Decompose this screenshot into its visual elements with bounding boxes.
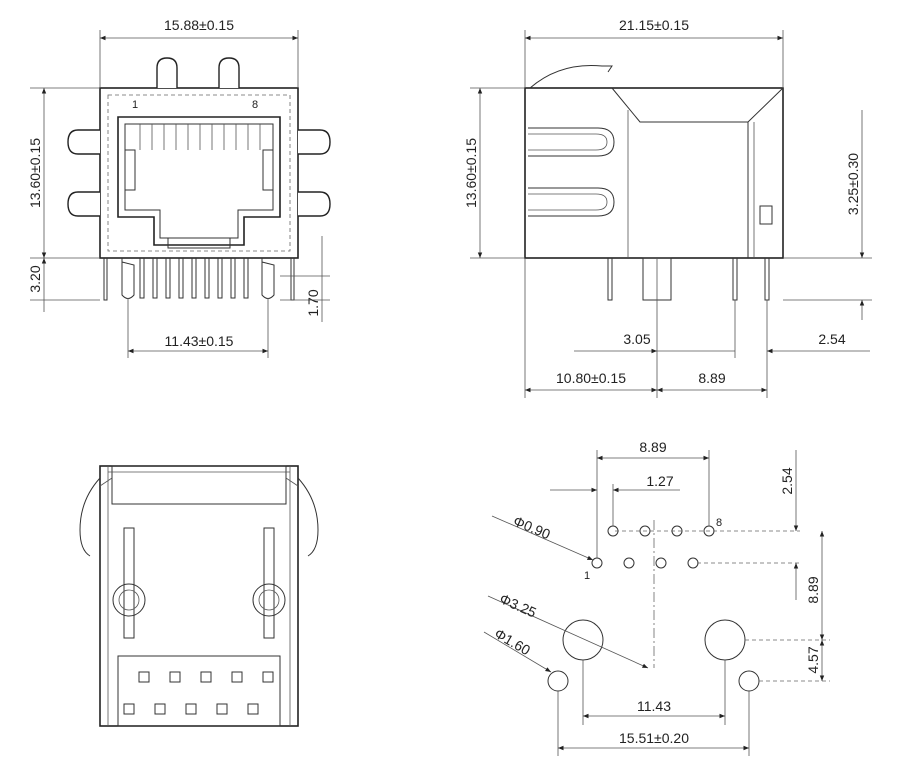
front-solder-pins [103, 258, 295, 301]
footprint-pin-hole-dia: Φ0.90 [511, 513, 553, 543]
footprint-row-span-dim: 8.89 [639, 439, 666, 455]
bottom-body [99, 465, 299, 727]
side-pitch-dim: 2.54 [818, 331, 845, 347]
front-body [99, 87, 299, 259]
footprint-pin-hole-leader [491, 515, 594, 561]
side-rear-pin-1 [732, 258, 738, 301]
pcb-footprint: 8 1 8.89 1.27 2.54 8.89 4.57 Φ0.90 Φ3.25 [483, 439, 830, 756]
side-rear-pin-2 [764, 258, 770, 301]
side-clip-right-upper [298, 129, 331, 155]
footprint-row-offset-dim: 2.54 [779, 467, 795, 494]
footprint-pin1-label: 1 [584, 570, 590, 582]
bottom-spring-right [297, 477, 319, 557]
footprint-shield-spacing-dim: 15.51±0.20 [619, 730, 689, 746]
footprint-pin8-label: 8 [716, 517, 722, 529]
front-height-dim: 13.60±0.15 [27, 138, 43, 208]
side-row-spacing-dim: 8.89 [698, 370, 725, 386]
light-pipe-lower [528, 187, 615, 217]
bottom-post-left [112, 583, 146, 617]
bottom-rib-left [123, 527, 135, 639]
footprint-shield-hole-leader [483, 631, 552, 673]
front-pin8-label: 8 [252, 99, 258, 111]
light-pipe-upper [528, 127, 615, 157]
front-width-dim: 15.88±0.15 [164, 17, 234, 33]
latch-slot [167, 237, 231, 249]
footprint-shield-left [547, 670, 569, 692]
footprint-post-left [562, 619, 604, 661]
jack-opening-outer [117, 116, 281, 246]
footprint-post-hole-leader [487, 595, 649, 669]
front-body-inner-dashed [107, 94, 291, 252]
footprint-post-hole-dia: Φ3.25 [497, 590, 539, 620]
contact-fingers [139, 124, 261, 150]
side-length-dim: 21.15±0.15 [619, 17, 689, 33]
footprint-shield-hole-dia: Φ1.60 [492, 625, 533, 658]
footprint-row-to-post-dim: 8.89 [805, 576, 821, 603]
front-pin1-label: 1 [132, 99, 138, 111]
side-front-pin [607, 258, 613, 301]
front-pin-length-dim: 1.70 [305, 289, 321, 316]
side-view: 21.15±0.15 13.60±0.15 3.25±0.30 3.05 2.5… [463, 17, 872, 398]
front-standoff-dim: 3.20 [27, 265, 43, 292]
top-tab-left [156, 57, 178, 88]
side-offset-dim: 3.05 [623, 331, 650, 347]
footprint-post-spacing-dim: 11.43 [637, 698, 671, 714]
bottom-spring-left [79, 477, 101, 557]
side-clip-left-upper [67, 129, 100, 155]
footprint-pin-holes [591, 525, 715, 569]
footprint-post-right [704, 619, 746, 661]
top-tab-right [218, 57, 240, 88]
bottom-pin-block [117, 655, 281, 727]
key-right [262, 149, 274, 191]
bottom-pin-pads [123, 671, 274, 715]
side-led-height-dim: 3.25±0.30 [845, 153, 861, 215]
side-body [524, 87, 784, 259]
front-view: 1 8 15.88±0.15 13.60±0.15 3.20 1.70 [27, 17, 331, 358]
footprint-shield-right [738, 670, 760, 692]
bottom-front-strip [111, 465, 287, 505]
side-latch-spring [529, 64, 613, 89]
bottom-rib-right [263, 527, 275, 639]
footprint-post-to-shield-dim: 4.57 [805, 646, 821, 673]
side-clip-right-lower [298, 191, 331, 217]
side-top-chamfer [611, 87, 784, 123]
bottom-post-right [252, 583, 286, 617]
side-clip-left-lower [67, 191, 100, 217]
front-pin-span-dim: 11.43±0.15 [165, 333, 234, 349]
jack-opening-inner [124, 123, 274, 239]
key-left [124, 149, 136, 191]
led-window [759, 205, 773, 225]
bottom-view [79, 465, 319, 727]
side-front-to-post-dim: 10.80±0.15 [556, 370, 626, 386]
footprint-pitch-dim: 1.27 [646, 473, 673, 489]
side-height-dim: 13.60±0.15 [463, 138, 479, 208]
